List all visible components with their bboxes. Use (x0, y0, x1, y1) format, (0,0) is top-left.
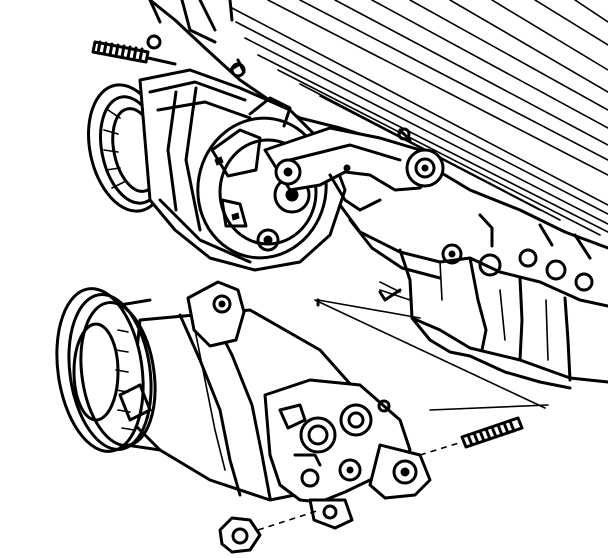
compressor-mounting-stud (419, 404, 549, 456)
ac-compressor (128, 280, 432, 530)
generator (87, 58, 347, 272)
engine-block (148, 0, 608, 250)
oil-pan (316, 203, 608, 390)
compressor-mounting-nut (218, 509, 321, 554)
generator-stud (91, 34, 177, 66)
compressor-clutch-pulley (55, 287, 162, 453)
alignment-lines (314, 289, 546, 409)
generator-mounting-bracket (263, 126, 445, 212)
